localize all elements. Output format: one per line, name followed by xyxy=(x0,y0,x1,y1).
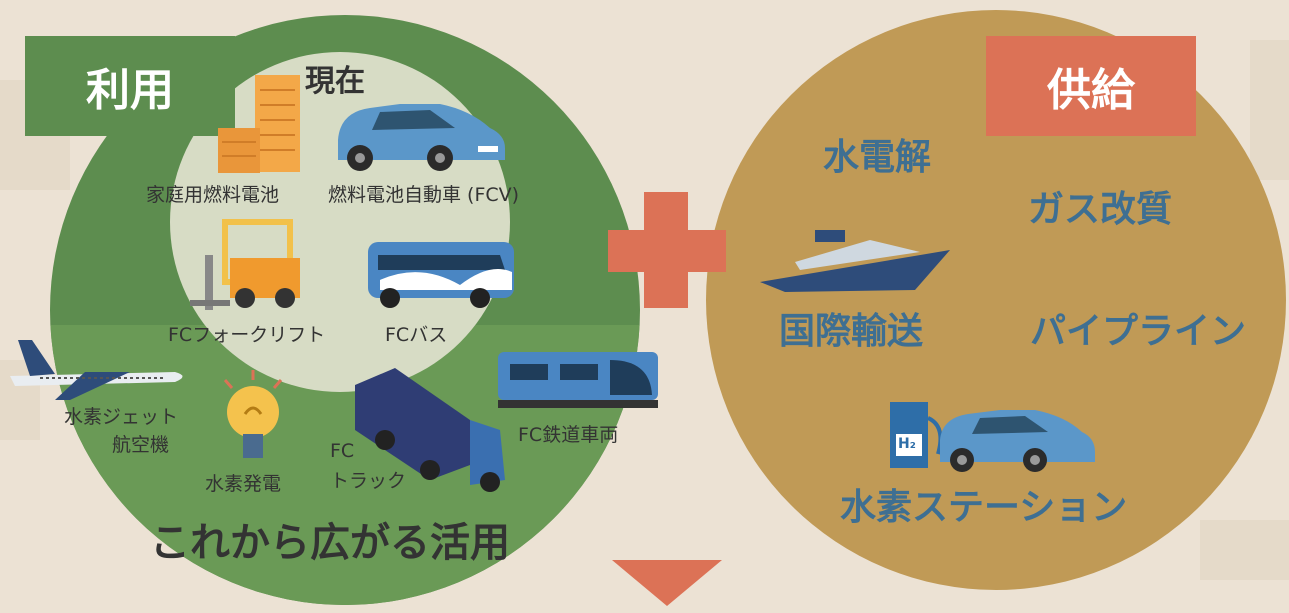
truck-label-line2: トラック xyxy=(330,470,407,492)
hydrogen-station-icon xyxy=(890,402,943,468)
rail-label: FC鉄道車両 xyxy=(518,424,619,446)
plus-icon xyxy=(608,192,726,308)
jet-label-line1: 水素ジェット xyxy=(64,406,179,428)
power-label: 水素発電 xyxy=(205,473,282,495)
usage-title-box xyxy=(25,36,235,136)
supply-title: 供給 xyxy=(1047,65,1135,116)
usage-title: 利用 xyxy=(86,65,174,116)
intl-transport-label: 国際輸送 xyxy=(779,311,924,352)
current-label: 現在 xyxy=(305,64,365,99)
gas-reforming-label: ガス改質 xyxy=(1028,189,1173,230)
fc-train-icon xyxy=(498,352,658,408)
ship-icon xyxy=(760,230,950,292)
fcv-car-icon xyxy=(338,104,505,171)
truck-label-line1: FC xyxy=(330,440,355,462)
station-car-icon xyxy=(940,410,1095,472)
hydrogen-station-label: 水素ステーション xyxy=(840,487,1128,528)
fc-truck-icon xyxy=(355,368,505,492)
station-sign: H₂ xyxy=(898,436,916,452)
supply-title-box xyxy=(986,36,1196,136)
light-bulb-icon xyxy=(223,370,283,458)
bus-label: FCバス xyxy=(385,324,448,346)
pipeline-label: パイプライン xyxy=(1030,311,1247,352)
future-label: これから広がる活用 xyxy=(150,520,510,566)
jet-label-line2: 航空機 xyxy=(112,434,170,456)
fc-bus-icon xyxy=(368,242,514,308)
electrolysis-label: 水電解 xyxy=(823,137,932,178)
supply-circle xyxy=(706,10,1286,590)
home-fuel-cell-label: 家庭用燃料電池 xyxy=(146,184,280,206)
forklift-label: FCフォークリフト xyxy=(168,324,326,346)
building-icon xyxy=(218,75,300,173)
forklift-icon xyxy=(190,219,300,310)
down-arrow-icon xyxy=(612,560,722,606)
airplane-icon xyxy=(10,340,183,400)
fcv-label: 燃料電池自動車 (FCV) xyxy=(328,184,520,206)
